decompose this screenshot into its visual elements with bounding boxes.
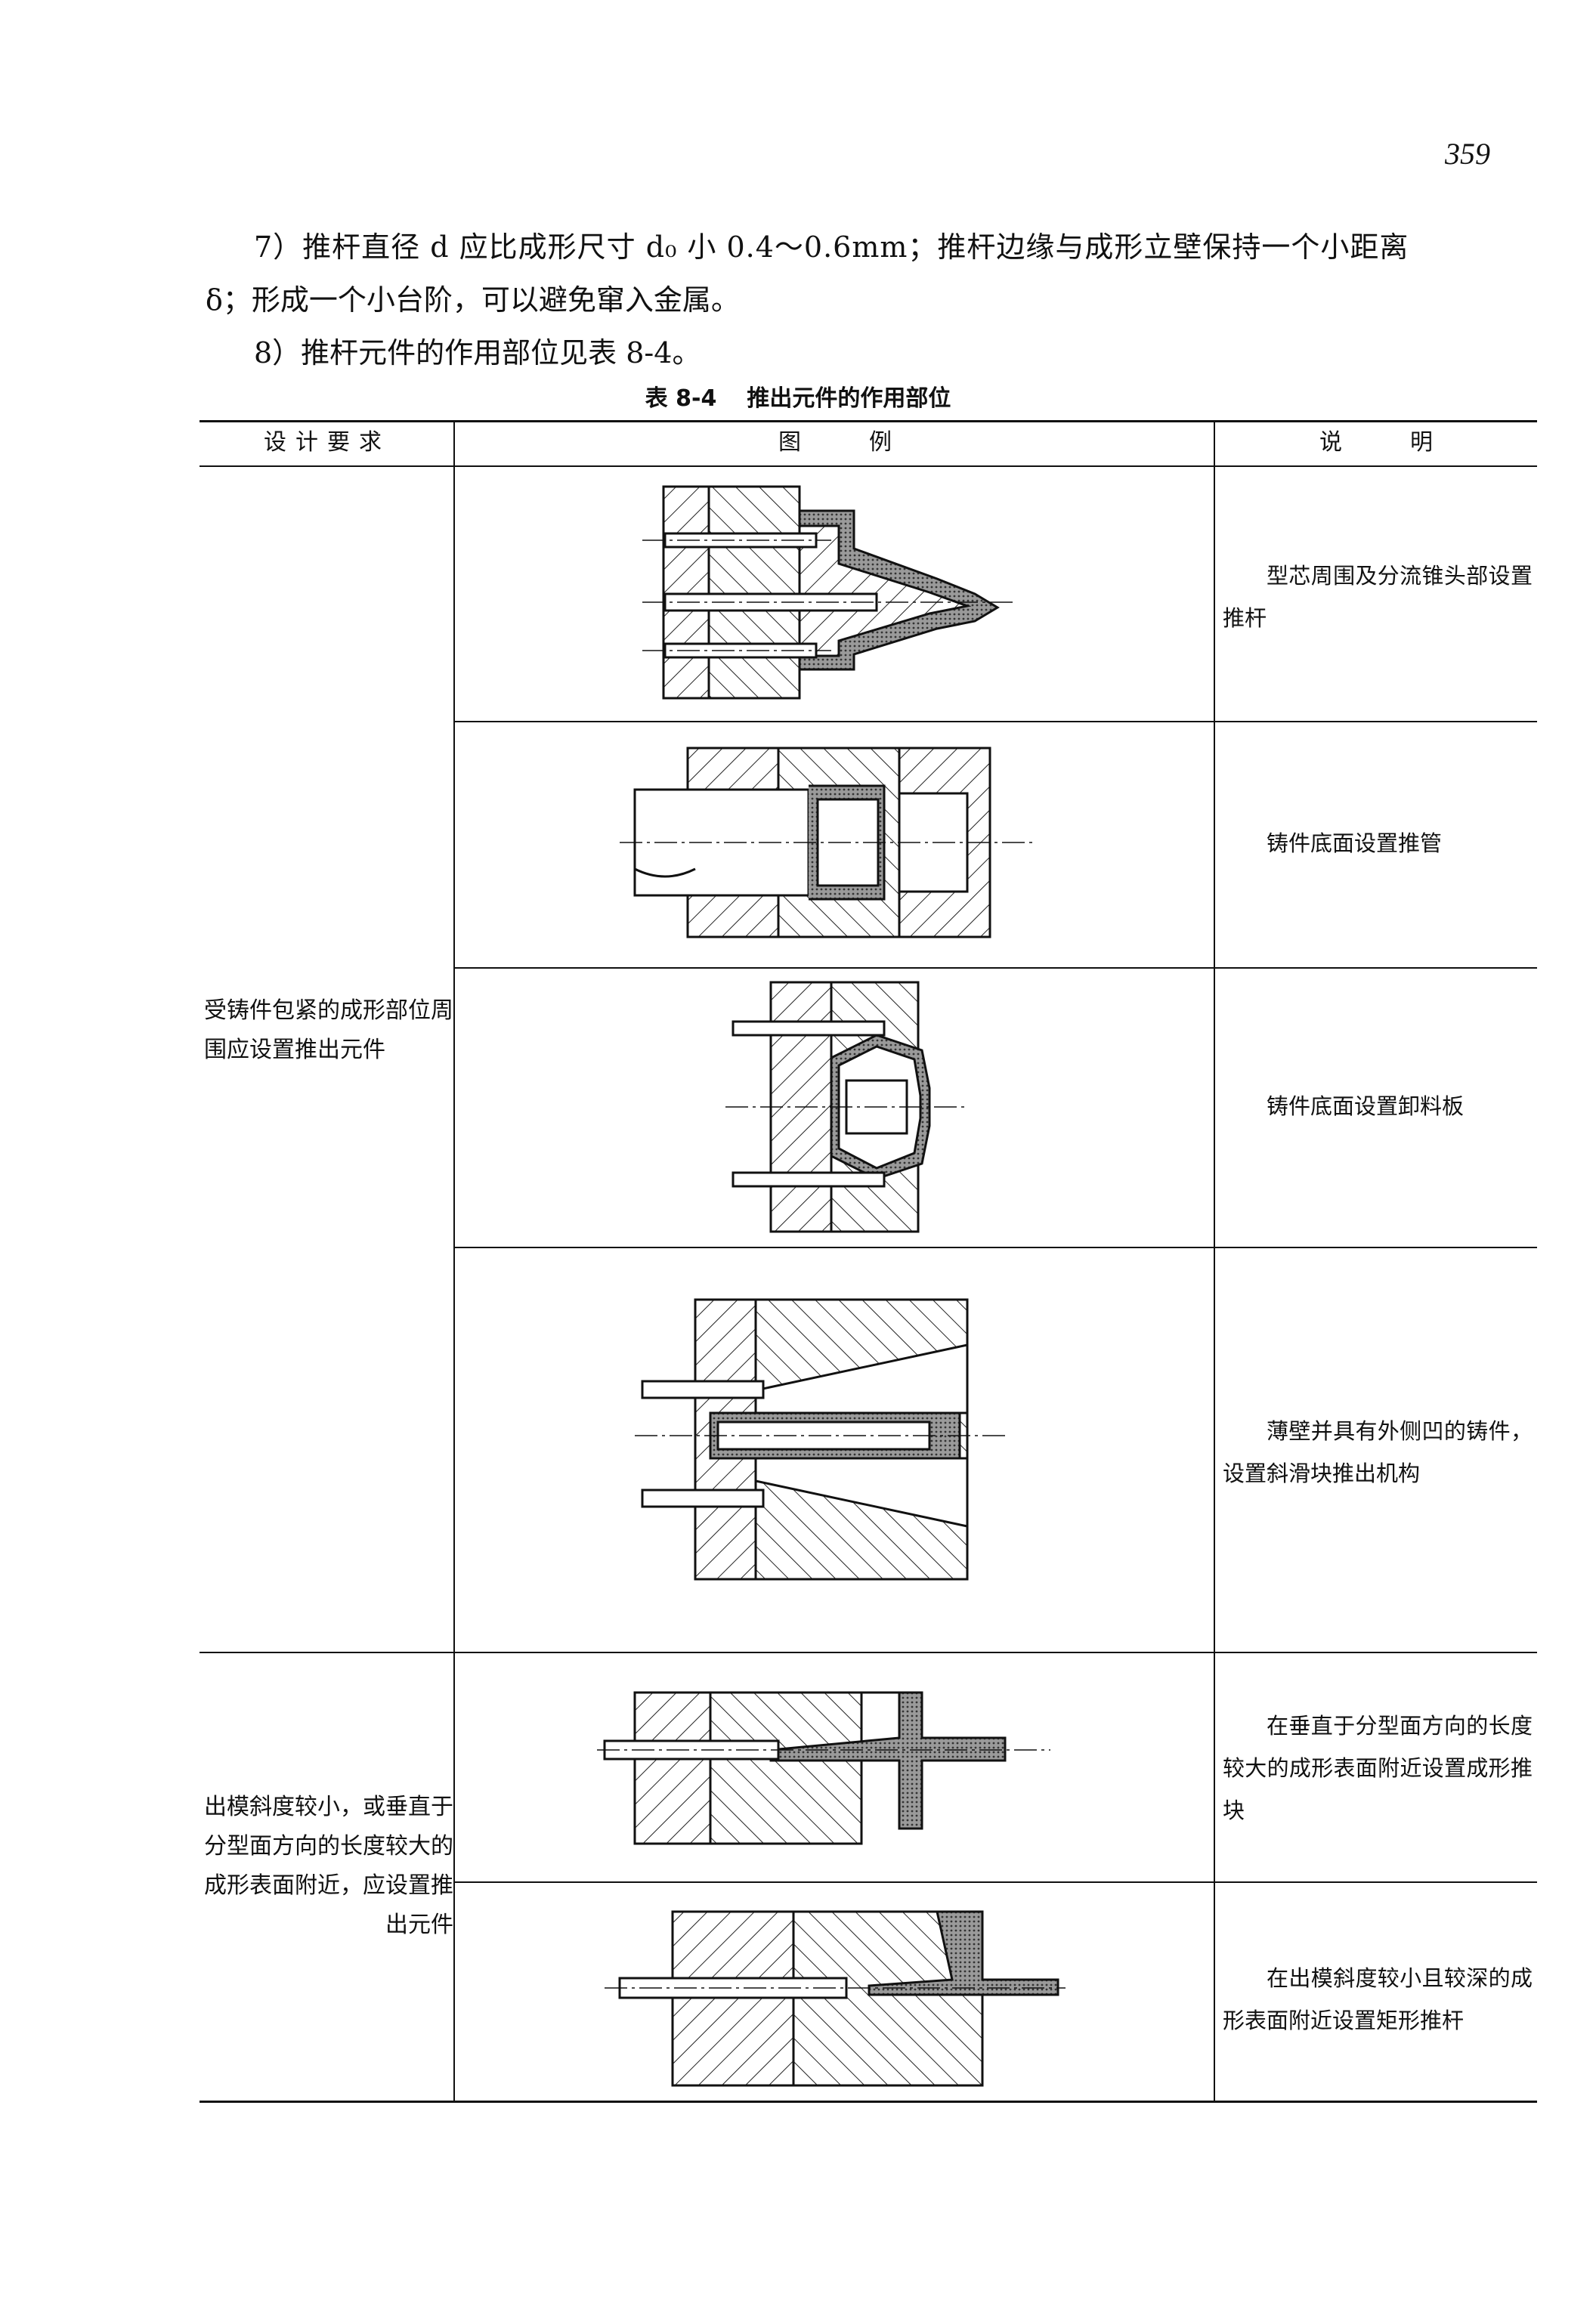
column-divider-1: [453, 420, 455, 2102]
row-note-2: 铸件底面设置推管: [1267, 830, 1443, 856]
paragraph-7-line-2: δ；形成一个小台阶，可以避免窜入金属。: [206, 283, 740, 317]
table-caption-title: 推出元件的作用部位: [747, 385, 951, 412]
paragraph-8: 8）推杆元件的作用部位见表 8-4。: [254, 336, 701, 369]
header-note: 说明: [1215, 420, 1537, 465]
group-divider: [200, 1652, 1537, 1653]
header-figure: 图例: [455, 420, 1215, 465]
row-note-5: 在垂直于分型面方向的长度较大的成形表面附近设置成形推块: [1223, 1713, 1533, 1823]
figure-6-rectangular-ejector-pin: [605, 1897, 1073, 2093]
table-top-rule: [200, 420, 1537, 422]
row-divider-2: [453, 967, 1537, 969]
header-note-b: 明: [1410, 429, 1433, 456]
row-note-4: 薄壁并具有外侧凹的铸件，设置斜滑块推出机构: [1223, 1418, 1533, 1486]
requirement-group-1: 受铸件包紧的成形部位周围应设置推出元件: [204, 997, 453, 1063]
row-note-1: 型芯周围及分流锥头部设置推杆: [1223, 563, 1533, 631]
requirement-group-2: 出模斜度较小，或垂直于分型面方向的长度较大的成形表面附近，应设置推出元件: [204, 1794, 453, 1938]
row-divider-5: [453, 1881, 1537, 1883]
column-divider-2: [1214, 420, 1215, 2102]
figure-5-forming-ejector-block: [597, 1677, 1073, 1859]
figure-4-inclined-slider: [635, 1285, 1013, 1587]
paragraph-7-line-1: 7）推杆直径 d 应比成形尺寸 d₀ 小 0.4～0.6mm；推杆边缘与成形立壁…: [254, 230, 1409, 264]
figure-2-ejector-sleeve: [620, 733, 1043, 952]
table-caption-number: 表 8-4: [645, 385, 717, 412]
figure-1-core-ejector-pins: [635, 481, 1028, 707]
table-caption: 表 8-4 推出元件的作用部位: [0, 379, 1596, 413]
header-figure-b: 例: [869, 429, 892, 456]
header-figure-a: 图: [778, 429, 801, 456]
header-bottom-rule: [200, 465, 1537, 467]
header-requirement: 设计要求: [264, 429, 391, 456]
page-number: 359: [1445, 137, 1490, 171]
row-note-6: 在出模斜度较小且较深的成形表面附近设置矩形推杆: [1223, 1965, 1533, 2033]
row-divider-3: [453, 1247, 1537, 1248]
row-note-3: 铸件底面设置卸料板: [1267, 1093, 1465, 1119]
table-bottom-rule: [200, 2101, 1537, 2103]
header-note-a: 说: [1319, 429, 1342, 456]
row-divider-1: [453, 721, 1537, 722]
figure-3-stripper-plate: [725, 975, 975, 1239]
